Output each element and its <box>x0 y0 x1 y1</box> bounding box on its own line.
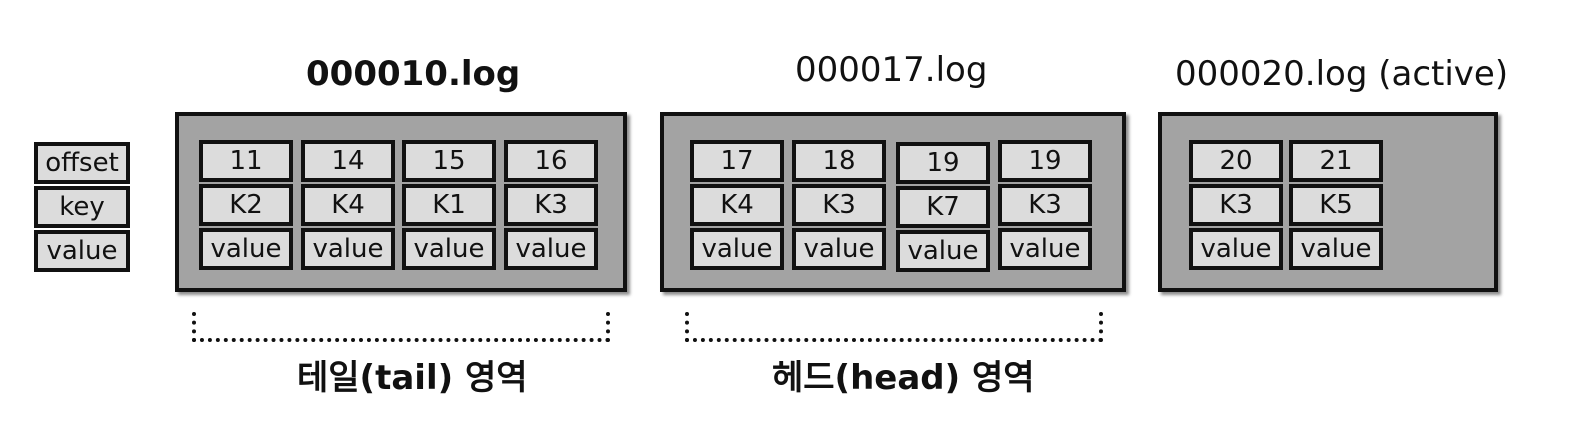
tail-region-label: 테일(tail) 영역 <box>297 358 528 398</box>
record-key: K1 <box>402 184 496 226</box>
record-offset: 18 <box>792 140 886 182</box>
record-offset: 21 <box>1289 140 1383 182</box>
head-region-label: 헤드(head) 영역 <box>772 358 1035 398</box>
record-key: K4 <box>301 184 395 226</box>
record-value: value <box>504 228 598 270</box>
record: 17 K4 value <box>690 140 784 270</box>
segment-title-000010: 000010.log <box>306 54 521 94</box>
legend-value: value <box>34 230 130 272</box>
record: 21 K5 value <box>1289 140 1383 270</box>
record-value: value <box>690 228 784 270</box>
record-offset: 14 <box>301 140 395 182</box>
record-offset: 16 <box>504 140 598 182</box>
record-key: K3 <box>792 184 886 226</box>
record-key: K2 <box>199 184 293 226</box>
record: 11 K2 value <box>199 140 293 270</box>
record-value: value <box>402 228 496 270</box>
head-region-bracket <box>685 312 1103 342</box>
record: 19 K7 value <box>896 142 990 272</box>
record-key: K4 <box>690 184 784 226</box>
tail-region-bracket <box>192 312 610 342</box>
record-offset: 19 <box>896 142 990 184</box>
record-key: K5 <box>1289 184 1383 226</box>
record: 19 K3 value <box>998 140 1092 270</box>
record-value: value <box>998 228 1092 270</box>
record: 18 K3 value <box>792 140 886 270</box>
record-value: value <box>792 228 886 270</box>
record-offset: 20 <box>1189 140 1283 182</box>
legend-key: key <box>34 186 130 228</box>
legend-offset: offset <box>34 142 130 184</box>
segment-title-000017: 000017.log <box>795 50 988 90</box>
legend: offset key value <box>34 142 130 272</box>
record-value: value <box>896 230 990 272</box>
record: 20 K3 value <box>1189 140 1283 270</box>
record-value: value <box>199 228 293 270</box>
record-key: K3 <box>1189 184 1283 226</box>
record-offset: 17 <box>690 140 784 182</box>
record: 15 K1 value <box>402 140 496 270</box>
record-offset: 15 <box>402 140 496 182</box>
segment-title-000020: 000020.log (active) <box>1175 54 1509 94</box>
record-value: value <box>1189 228 1283 270</box>
record-key: K3 <box>504 184 598 226</box>
record-key: K7 <box>896 186 990 228</box>
record-value: value <box>1289 228 1383 270</box>
record-key: K3 <box>998 184 1092 226</box>
record-value: value <box>301 228 395 270</box>
record: 14 K4 value <box>301 140 395 270</box>
record: 16 K3 value <box>504 140 598 270</box>
record-offset: 19 <box>998 140 1092 182</box>
record-offset: 11 <box>199 140 293 182</box>
